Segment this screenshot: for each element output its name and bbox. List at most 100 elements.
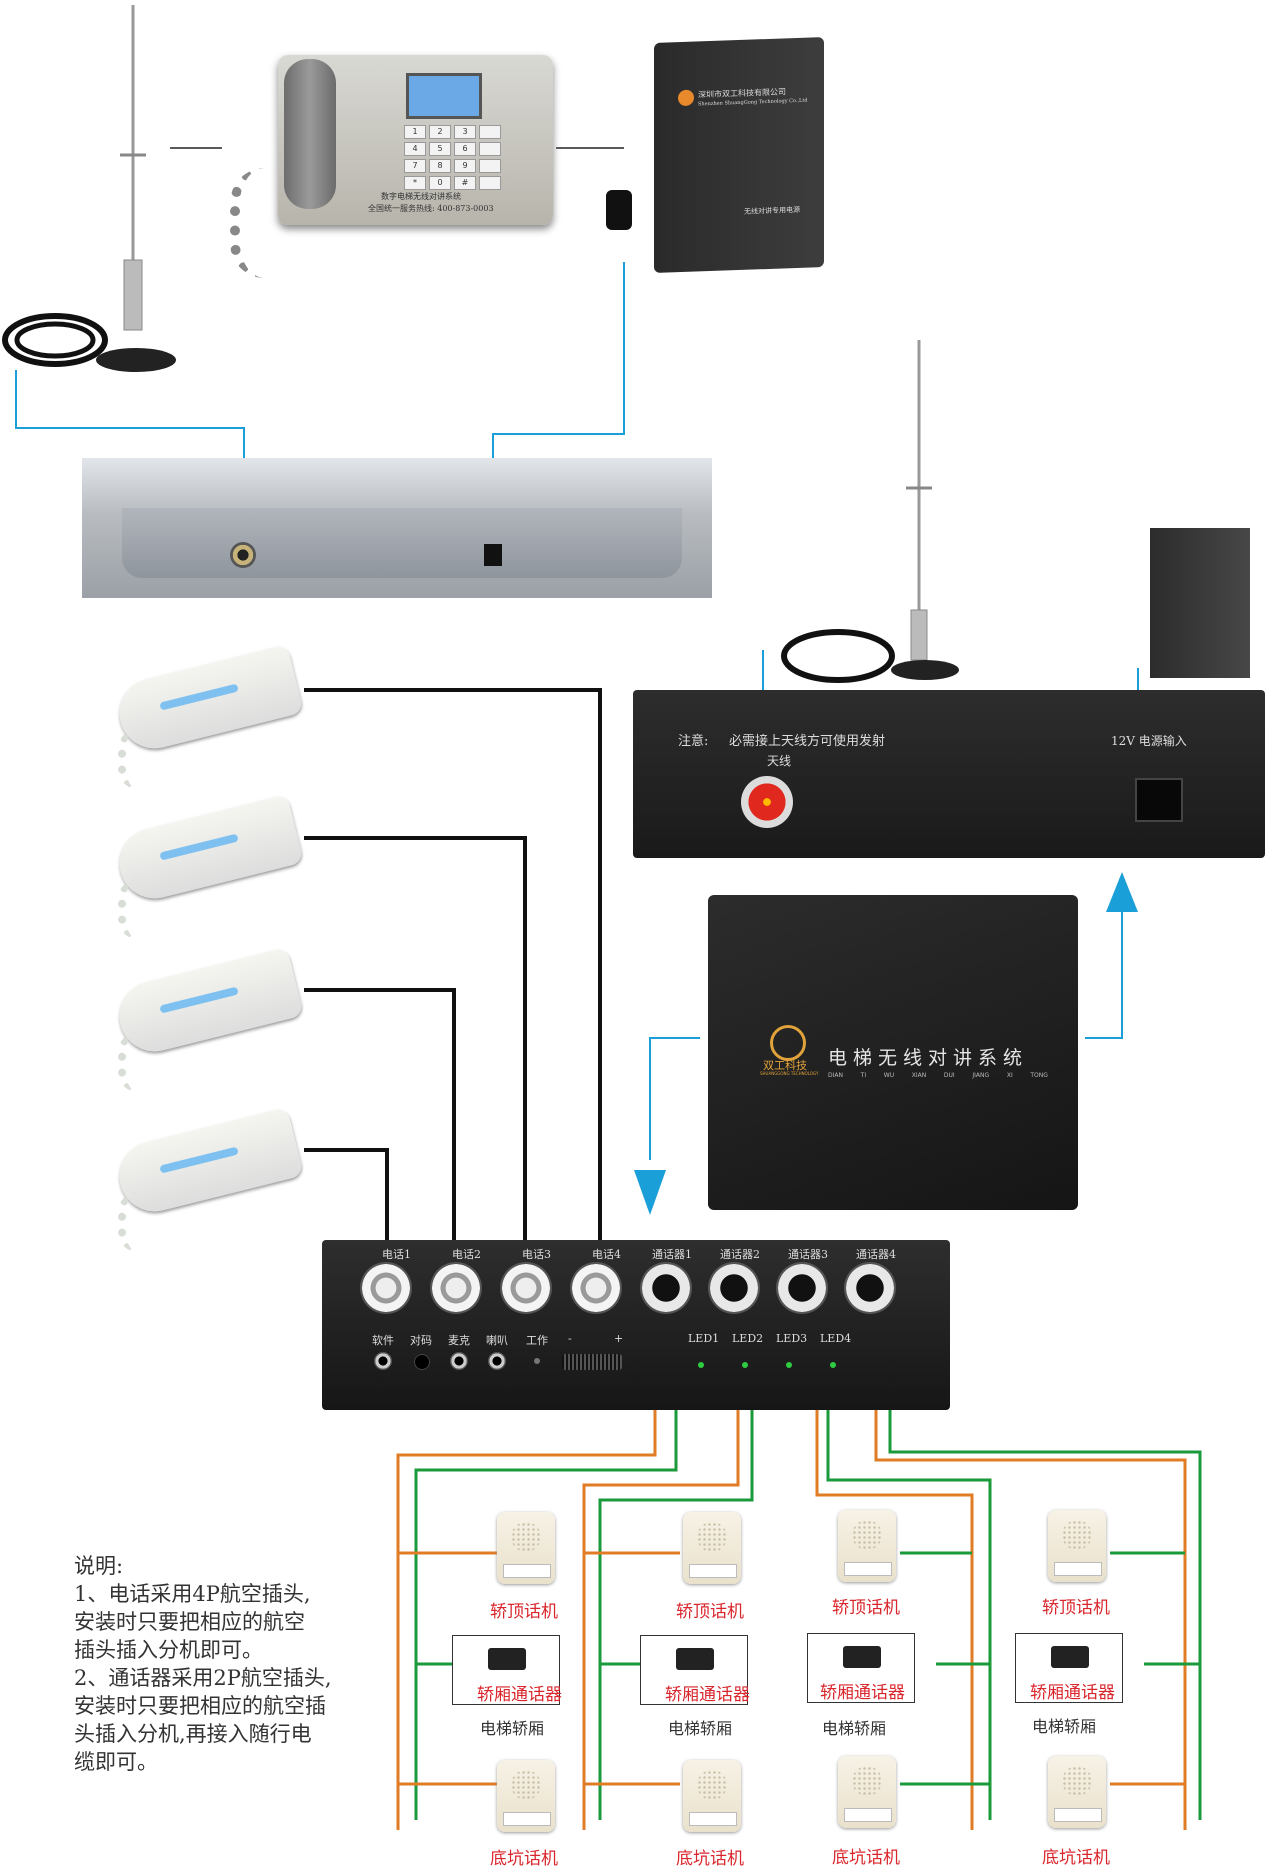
antenna-label: 天线: [767, 754, 792, 768]
pinyin-syllable: DUI: [943, 1072, 955, 1079]
panel-underside: [122, 508, 682, 578]
elevator-car-label-1: 电梯轿厢: [480, 1719, 545, 1738]
notes-line: 缆即可。: [74, 1750, 158, 1774]
port-label-phone-4: 电话4: [592, 1248, 621, 1261]
port-label-phone-1: 电话1: [382, 1248, 411, 1261]
phone-key[interactable]: 5: [429, 142, 451, 156]
notes-block: 说明: 1、电话采用4P航空插头, 安装时只要把相应的航空 插头插入分机即可。 …: [74, 1552, 332, 1776]
phone-back-panel: [82, 458, 712, 598]
led-1: [698, 1362, 704, 1368]
notes-line: 插头插入分机即可。: [74, 1638, 263, 1662]
main-unit-logo-icon: [770, 1025, 806, 1061]
pit-speaker-1: [497, 1760, 555, 1832]
car-intercom-label-2: 轿厢通话器: [665, 1685, 750, 1705]
handset-phone-4: [112, 1107, 304, 1252]
phone-port-1[interactable]: [362, 1264, 410, 1312]
notice-label: 注意:: [678, 734, 709, 749]
car-top-speaker-4: [1048, 1510, 1106, 1582]
phone-caption: 数字电梯无线对讲系统: [381, 192, 461, 201]
pairing-button[interactable]: [414, 1354, 430, 1370]
notice-text: 必需接上天线方可使用发射: [729, 734, 886, 749]
phone-key[interactable]: 2: [429, 125, 451, 139]
label-mic: 麦克: [448, 1334, 470, 1347]
pit-speaker-2: [683, 1760, 741, 1832]
phone-key[interactable]: 7: [404, 159, 426, 173]
phone-coil-cord: [230, 168, 300, 278]
phone-key[interactable]: 3: [454, 125, 476, 139]
intercom-port-4[interactable]: [846, 1264, 894, 1312]
phone-key[interactable]: #: [454, 176, 476, 190]
label-software: 软件: [372, 1334, 394, 1347]
phone-key[interactable]: 4: [404, 142, 426, 156]
elevator-car-3: 轿厢通话器: [807, 1633, 915, 1703]
phone-key[interactable]: [479, 159, 501, 173]
antenna-connector[interactable]: [741, 776, 793, 828]
pinyin-syllable: WU: [883, 1072, 895, 1079]
power-product: 无线对讲专用电源: [744, 205, 800, 216]
elevator-car-label-4: 电梯轿厢: [1032, 1717, 1097, 1736]
phone-key[interactable]: 8: [429, 159, 451, 173]
phone-port-2[interactable]: [432, 1264, 480, 1312]
power-plug: [606, 190, 632, 230]
phone-key[interactable]: [479, 142, 501, 156]
elevator-car-4: 轿厢通话器: [1015, 1633, 1123, 1703]
phone-port-3[interactable]: [502, 1264, 550, 1312]
pit-label-1: 底坑话机: [490, 1849, 558, 1869]
phone-key[interactable]: [479, 125, 501, 139]
dc-power-socket[interactable]: [1135, 778, 1183, 822]
notes-line: 2、通话器采用2P航空插头,: [74, 1666, 332, 1690]
car-top-speaker-1: [497, 1512, 555, 1584]
intercom-port-2[interactable]: [710, 1264, 758, 1312]
car-intercom-device: [488, 1648, 526, 1670]
car-intercom-device: [843, 1646, 881, 1668]
pit-speaker-3: [838, 1756, 896, 1828]
phone-port-4[interactable]: [572, 1264, 620, 1312]
notes-line: 1、电话采用4P航空插头,: [74, 1582, 311, 1606]
speaker-jack[interactable]: [488, 1352, 506, 1370]
car-intercom-label-1: 轿厢通话器: [477, 1685, 562, 1705]
handset-phone-3: [112, 947, 304, 1092]
elevator-car-1: 轿厢通话器: [452, 1635, 562, 1705]
led-label-4: LED4: [820, 1332, 852, 1345]
phone-key[interactable]: [479, 176, 501, 190]
pit-label-3: 底坑话机: [832, 1848, 900, 1868]
car-intercom-device: [1051, 1646, 1089, 1668]
phone-key[interactable]: 1: [404, 125, 426, 139]
intercom-port-3[interactable]: [778, 1264, 826, 1312]
main-unit: 双工科技 SHUANGGONG TECHNOLOGY 电梯无线对讲系统 DIAN…: [708, 895, 1078, 1210]
handset-phone-2: [112, 794, 304, 939]
phone-key[interactable]: 0: [429, 176, 451, 190]
phone-hotline: 全国统一服务热线: 400-873-0003: [368, 204, 494, 213]
car-intercom-label-3: 轿厢通话器: [820, 1683, 905, 1703]
pit-label-2: 底坑话机: [676, 1849, 744, 1869]
power-logo: [678, 89, 694, 107]
pinyin-syllable: TI: [860, 1072, 867, 1079]
power-supply-box: 深圳市双工科技有限公司 Shenzhen ShuangGong Technolo…: [654, 37, 824, 273]
led-4: [830, 1362, 836, 1368]
port-label-phone-3: 电话3: [522, 1248, 551, 1261]
car-top-label-2: 轿顶话机: [676, 1602, 744, 1622]
label-vol-plus: +: [614, 1332, 624, 1345]
label-pairing: 对码: [410, 1334, 432, 1347]
elevator-car-label-2: 电梯轿厢: [668, 1719, 733, 1738]
led-3: [786, 1362, 792, 1368]
pinyin-syllable: TONG: [1030, 1072, 1048, 1079]
software-jack[interactable]: [374, 1352, 392, 1370]
mic-jack[interactable]: [450, 1352, 468, 1370]
main-unit-title: 电梯无线对讲系统: [828, 1047, 1029, 1069]
phone-key[interactable]: 9: [454, 159, 476, 173]
notes-line: 头插入分机,再接入随行电: [74, 1722, 312, 1746]
pinyin-syllable: XIAN: [911, 1072, 927, 1079]
notes-line: 安装时只要把相应的航空插: [74, 1694, 326, 1718]
pit-speaker-4: [1048, 1756, 1106, 1828]
car-top-label-3: 轿顶话机: [832, 1598, 900, 1618]
handset-phone-1: [112, 644, 304, 789]
intercom-port-1[interactable]: [642, 1264, 690, 1312]
phone-key[interactable]: *: [404, 176, 426, 190]
label-speaker: 喇叭: [486, 1334, 508, 1347]
phone-key[interactable]: 6: [454, 142, 476, 156]
volume-wheel[interactable]: [562, 1354, 622, 1370]
